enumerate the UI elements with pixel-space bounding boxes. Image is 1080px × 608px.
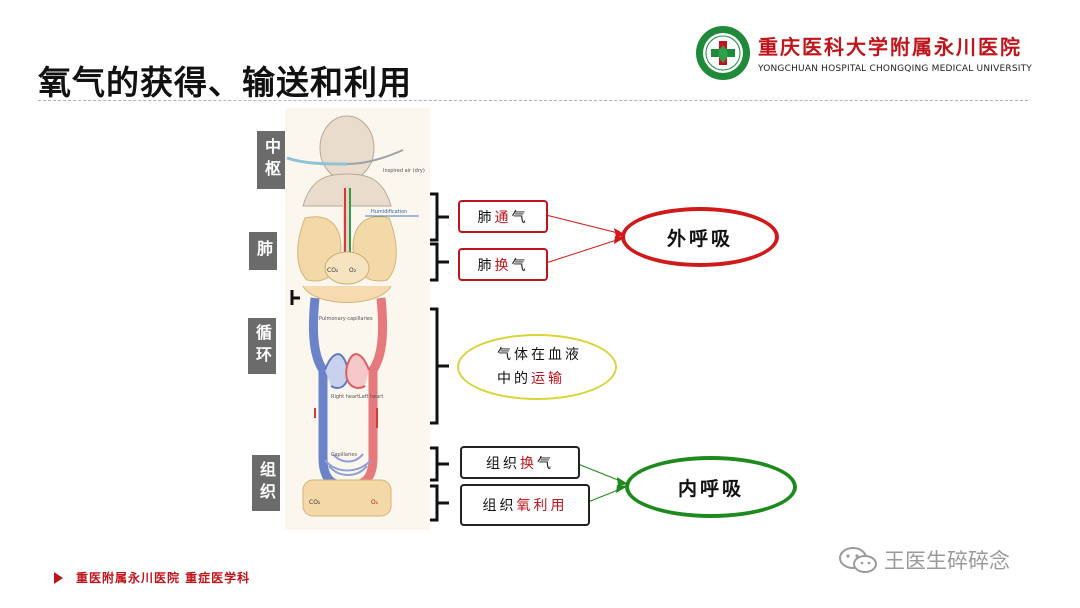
respiration-diagram: Inspired air (dry) Humidification CO₂ O₂…	[285, 108, 430, 530]
hospital-logo	[696, 26, 750, 80]
watermark-text: 王医生碎碎念	[884, 549, 1010, 573]
label-o2-lung: O₂	[349, 267, 357, 274]
side-label-tissue: 组织	[252, 455, 280, 511]
label-pulmonary-capillaries: Pulmonary capillaries	[319, 316, 373, 322]
internal-respiration-oval: 内呼吸	[625, 456, 797, 518]
stage-blood-transport: 气体在血液 中的运输	[457, 334, 617, 400]
side-label-circulation: 循环	[248, 318, 276, 374]
label-capillaries: Capillaries	[331, 452, 357, 458]
label-right-heart: Right heart	[331, 394, 359, 400]
side-label-lung: 肺	[249, 232, 277, 270]
hospital-name-en: YONGCHUAN HOSPITAL CHONGQING MEDICAL UNI…	[758, 64, 1032, 74]
footer-department: 重医附属永川医院 重症医学科	[76, 571, 251, 585]
stage-tissue-exchange: 组织换气	[460, 446, 580, 479]
bracket-tissue-exchange	[430, 446, 449, 482]
stage-lung-exchange: 肺换气	[458, 248, 548, 281]
bracket-transport	[430, 307, 449, 425]
hospital-name-cn: 重庆医科大学附属永川医院	[758, 35, 1022, 59]
label-co2-lung: CO₂	[327, 267, 339, 274]
wechat-icon	[839, 547, 877, 573]
page-title: 氧气的获得、输送和利用	[38, 63, 412, 102]
footer-marker-icon	[54, 572, 63, 584]
stage-lung-ventilation: 肺通气	[458, 200, 548, 233]
label-o2-tissue: O₂	[371, 499, 379, 506]
label-left-heart: Left heart	[359, 394, 383, 400]
bracket-oxygen-use	[430, 484, 449, 522]
bracket-exchange	[430, 242, 449, 282]
label-inspired-air: Inspired air (dry)	[383, 168, 425, 174]
arrow-exchange-to-external	[545, 236, 627, 264]
label-humidification: Humidification	[371, 209, 407, 215]
arrow-ventilation-to-external	[545, 214, 627, 236]
label-co2-tissue: CO₂	[309, 499, 321, 506]
header-divider	[38, 100, 1028, 101]
stage-tissue-oxygen-use: 组织氧利用	[460, 484, 590, 526]
watermark: 王医生碎碎念	[838, 545, 1010, 575]
external-respiration-oval: 外呼吸	[621, 207, 779, 267]
side-label-center: 中枢	[257, 131, 285, 189]
bracket-ventilation	[430, 192, 449, 242]
